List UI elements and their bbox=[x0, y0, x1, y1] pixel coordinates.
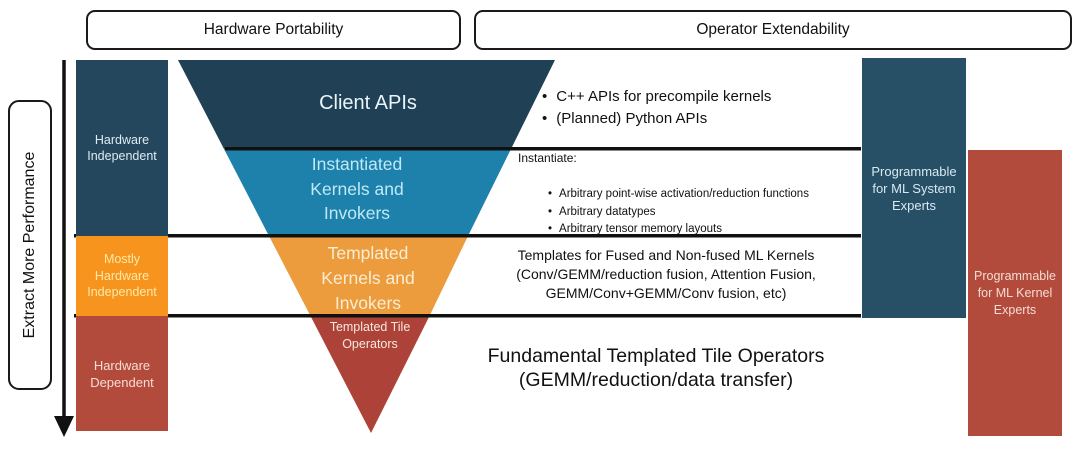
operator-extendability-label: Operator Extendability bbox=[696, 21, 850, 38]
client-apis-bullet-list: C++ APIs for precompile kernels (Planned… bbox=[542, 86, 771, 129]
client-apis-bullet: C++ APIs for precompile kernels bbox=[542, 86, 771, 108]
column-ml-system-experts-label: Programmable for ML System Experts bbox=[871, 163, 957, 213]
segment-hardware-dependent-label: Hardware Dependent bbox=[90, 357, 154, 390]
hardware-portability-box: Hardware Portability bbox=[86, 10, 461, 50]
segment-hardware-independent: Hardware Independent bbox=[76, 60, 168, 236]
segment-mostly-hardware-independent-label: Mostly Hardware Independent bbox=[87, 252, 157, 300]
client-apis-bullet: (Planned) Python APIs bbox=[542, 108, 771, 130]
divider-line-3 bbox=[74, 314, 861, 318]
instantiate-bullet: Arbitrary tensor memory layouts bbox=[548, 221, 809, 239]
divider-line-1 bbox=[225, 147, 861, 151]
funnel-templated-kernels-label: Templated Kernels and Invokers bbox=[321, 243, 415, 313]
column-ml-kernel-experts: Programmable for ML Kernel Experts bbox=[968, 150, 1062, 436]
funnel-client-apis-label: Client APIs bbox=[319, 92, 417, 114]
segment-hardware-dependent: Hardware Dependent bbox=[76, 316, 168, 431]
performance-arrow-head bbox=[54, 416, 74, 437]
funnel-client-apis-shape bbox=[178, 60, 555, 149]
extract-more-performance-box: Extract More Performance bbox=[8, 100, 52, 390]
operator-extendability-box: Operator Extendability bbox=[474, 10, 1072, 50]
templates-annotation: Templates for Fused and Non-fused ML Ker… bbox=[516, 247, 816, 301]
column-ml-kernel-experts-label: Programmable for ML Kernel Experts bbox=[974, 268, 1056, 317]
instantiate-bullet: Arbitrary datatypes bbox=[548, 204, 809, 222]
segment-hardware-independent-label: Hardware Independent bbox=[87, 133, 157, 163]
segment-mostly-hardware-independent: Mostly Hardware Independent bbox=[76, 236, 168, 316]
column-ml-system-experts: Programmable for ML System Experts bbox=[862, 58, 966, 318]
funnel-templated-kernels-shape bbox=[269, 236, 468, 317]
divider-line-2 bbox=[74, 234, 861, 238]
extract-more-performance-label: Extract More Performance bbox=[21, 151, 38, 339]
funnel-instantiated-kernels-shape bbox=[224, 149, 511, 236]
fundamental-annotation: Fundamental Templated Tile Operators (GE… bbox=[487, 345, 825, 391]
funnel-templated-tile-operators-shape bbox=[311, 317, 429, 433]
hardware-portability-label: Hardware Portability bbox=[203, 21, 344, 38]
funnel-templated-tile-operators-label: Templated Tile Operators bbox=[329, 320, 411, 351]
instantiate-bullet-list: Arbitrary point-wise activation/reductio… bbox=[548, 186, 809, 239]
funnel-instantiated-kernels-label: Instantiated Kernels and Invokers bbox=[310, 154, 404, 223]
instantiate-title: Instantiate: bbox=[518, 151, 577, 165]
instantiate-bullet: Arbitrary point-wise activation/reductio… bbox=[548, 186, 809, 204]
